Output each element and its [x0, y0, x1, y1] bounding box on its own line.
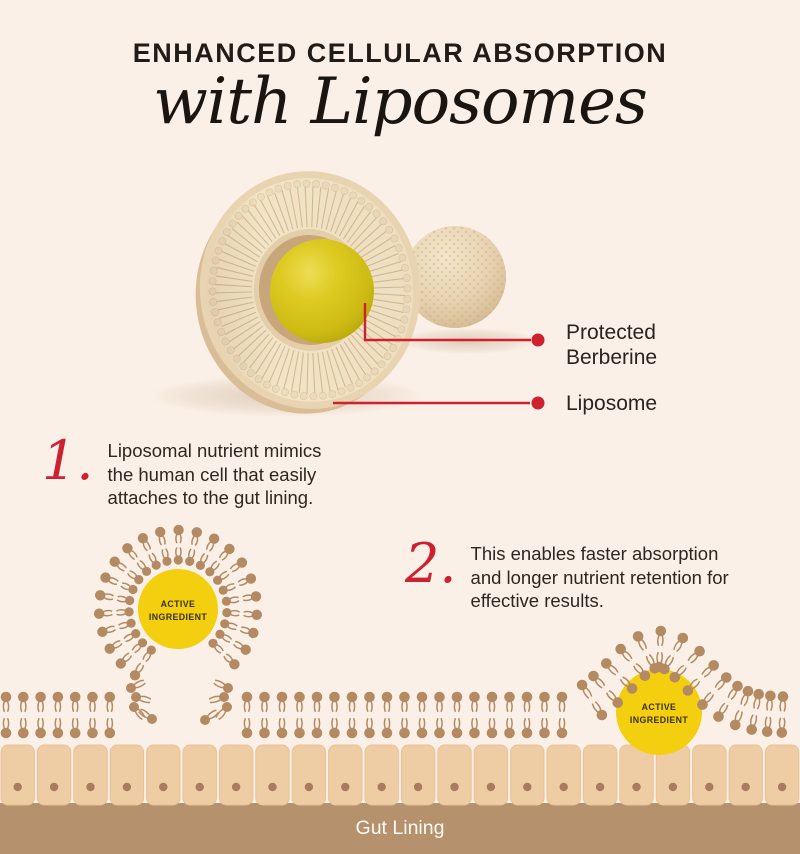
ring-thickness	[195, 179, 412, 414]
gut-cells-row	[0, 744, 800, 806]
active-ingredient-circle-left	[138, 569, 218, 649]
callout-dot-liposome	[531, 396, 545, 410]
active-ingredient-circle-right	[616, 669, 702, 755]
ring-inner-lip	[253, 229, 367, 351]
ring-shadow	[149, 375, 425, 417]
ring-shading	[206, 178, 414, 402]
callout-liposome: Liposome	[566, 392, 658, 415]
callout-protected-berberine-line1: Protected	[566, 321, 656, 344]
gut-lining-label: Gut Lining	[356, 817, 445, 839]
page-title: ENHANCED CELLULAR ABSORPTION	[132, 38, 668, 68]
gut-lining-band	[0, 803, 800, 854]
step-2-number: 2.	[405, 532, 457, 595]
textured-liposome-sphere	[404, 226, 506, 328]
active-ingredient-left-label-2: INGREDIENT	[149, 612, 207, 622]
active-ingredient-left-label-1: ACTIVE	[161, 599, 196, 609]
callout-protected-berberine-line2: Berberine	[566, 346, 658, 369]
phospholipid-filaments	[214, 186, 406, 394]
step-1-number: 1.	[42, 429, 94, 492]
sphere-shadow	[396, 328, 540, 354]
callout-line-berberine	[363, 303, 531, 342]
liposome-ring	[195, 171, 421, 414]
callout-protected-berberine: Protected Berberine	[566, 320, 657, 370]
berberine-core-sphere	[270, 239, 374, 343]
ring-body	[206, 178, 414, 402]
phospholipid-head-beads	[208, 179, 412, 401]
ring-outer-rim	[199, 171, 421, 409]
page-subtitle: with Liposomes	[153, 65, 648, 139]
liposome-cross-section-illustration	[149, 171, 545, 417]
step-2: 2. This enables faster absorption and lo…	[405, 532, 729, 613]
active-ingredient-right-label-2: INGREDIENT	[630, 715, 688, 725]
active-ingredient-right-label-1: ACTIVE	[642, 702, 677, 712]
ring-inner-shadow	[258, 235, 362, 345]
callout-dot-berberine	[531, 333, 545, 347]
callout-lines	[333, 303, 531, 405]
step-1-text: Liposomal nutrient mimics the human cell…	[107, 440, 322, 508]
step-1: 1. Liposomal nutrient mimics the human c…	[42, 429, 322, 510]
step-2-text: This enables faster absorption and longe…	[470, 543, 729, 611]
